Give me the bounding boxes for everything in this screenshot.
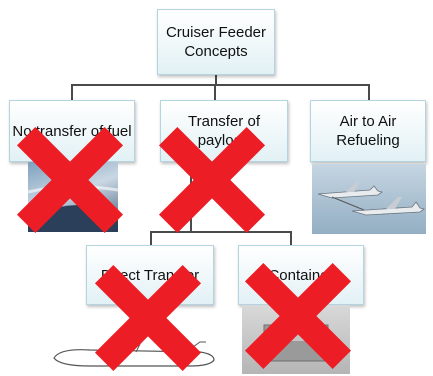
- connector-to-direct-transfer: [150, 231, 152, 245]
- connector-to-air-refueling: [368, 84, 370, 100]
- connector-level1-bar: [71, 84, 370, 86]
- rejected-cross-icon: [98, 268, 198, 368]
- node-air-to-air-refueling: Air to Air Refueling: [310, 100, 426, 162]
- connector-root-down: [215, 75, 217, 85]
- node-cruiser-feeder-concepts: Cruiser Feeder Concepts: [157, 9, 275, 75]
- refueling-aircraft-image: [317, 182, 425, 216]
- node-label: Air to Air Refueling: [336, 113, 400, 149]
- connector-to-container: [290, 231, 292, 245]
- connector-to-transfer-payload: [214, 84, 216, 100]
- photo-air-refueling: [312, 164, 426, 234]
- rejected-cross-icon: [162, 130, 262, 230]
- connector-to-no-transfer: [71, 84, 73, 100]
- node-label: Cruiser Feeder Concepts: [165, 24, 267, 60]
- rejected-cross-icon: [248, 266, 348, 366]
- connector-level2-bar: [150, 231, 292, 233]
- rejected-cross-icon: [20, 130, 120, 230]
